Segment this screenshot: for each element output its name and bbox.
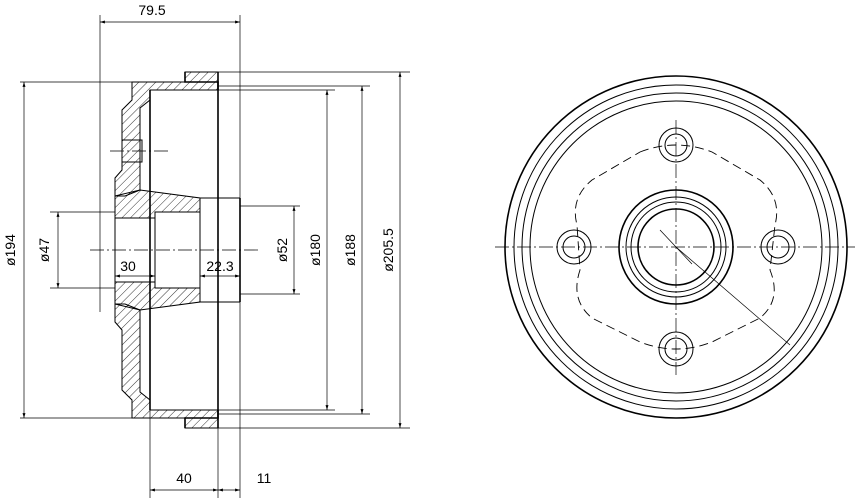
dim-hub-depth-22-3: 22.3: [206, 258, 233, 274]
dim-dia-52: ø52: [274, 238, 290, 262]
hidden-contour: [574, 144, 778, 350]
section-upper-wall: [114, 71, 219, 197]
dim-dia-188: ø188: [342, 234, 358, 266]
dim-dia-194: ø194: [2, 234, 18, 266]
section-hub-lower: [114, 281, 201, 311]
dim-offset-11: 11: [257, 470, 272, 486]
front-view: [495, 75, 855, 419]
dim-dia-205-5: ø205.5: [380, 228, 396, 272]
dim-overall-width: 79.5: [138, 2, 165, 18]
dim-depth-40: 40: [176, 470, 192, 486]
dim-bore-depth-30: 30: [120, 258, 136, 274]
section-lower-wall: [114, 303, 219, 429]
dim-dia-180: ø180: [307, 234, 323, 266]
section-view: 79.5 40 11 30 22.3 ø194 ø47 ø52 ø180 ø18…: [2, 2, 410, 498]
section-hub-upper: [114, 189, 201, 219]
dim-dia-47: ø47: [36, 238, 52, 262]
stud-hole-bottom: [664, 337, 688, 361]
